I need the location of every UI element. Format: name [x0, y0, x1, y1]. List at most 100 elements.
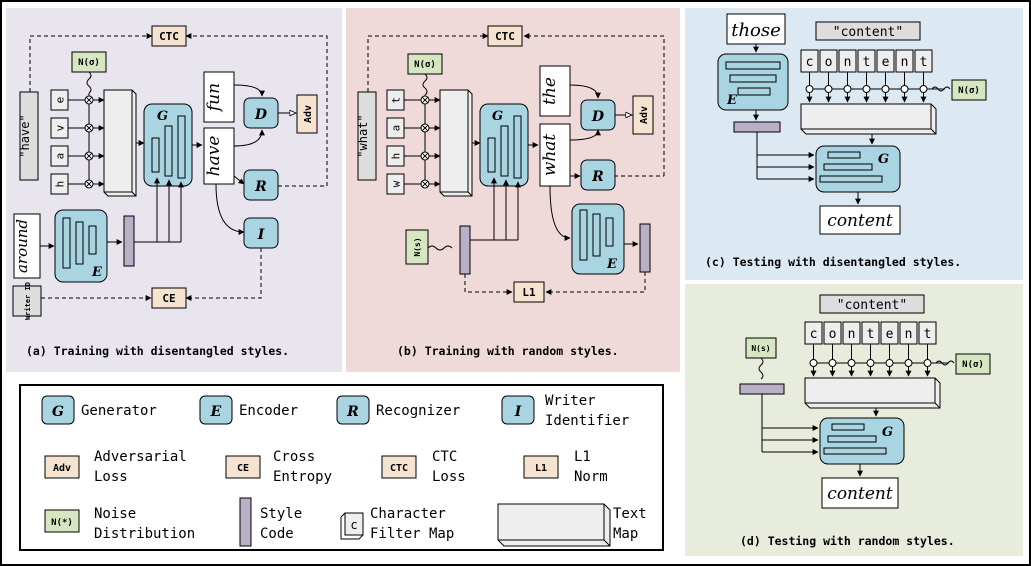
ce-loss-box — [151, 287, 187, 309]
legend-generator-swatch — [41, 395, 75, 425]
char-t: t — [390, 97, 403, 104]
word-label: "what" — [356, 114, 370, 157]
panel-b-caption: (b) Training with random styles. — [397, 344, 619, 358]
char: t — [924, 327, 932, 342]
legend-generator: Generator — [81, 403, 157, 419]
noise-label: N(σ) — [962, 360, 984, 370]
noise-label: N(σ) — [414, 60, 436, 70]
legend-encoder: Encoder — [239, 403, 298, 419]
char: n — [901, 55, 909, 70]
style-code — [123, 215, 135, 267]
legend-l1-1: L1 — [574, 449, 591, 465]
legend: G Generator E Encoder R Recognizer I Wri… — [19, 384, 664, 551]
legend-noise-sym: N(*) — [51, 518, 73, 528]
panel-d-caption: (d) Testing with random styles. — [740, 534, 955, 548]
legend-style-swatch — [239, 497, 252, 547]
legend-ctc-1: CTC — [432, 449, 457, 465]
style-code — [739, 383, 785, 395]
legend-identifier-1: Writer — [545, 393, 596, 409]
discriminator-label: D — [591, 109, 605, 125]
noise-label: N(σ) — [78, 58, 100, 68]
generator-label: G — [882, 425, 893, 440]
noise-style-label: N(s) — [413, 237, 422, 256]
char-a: a — [54, 153, 67, 160]
recognizer-block — [580, 159, 616, 191]
legend-encoder-sym: E — [210, 404, 222, 420]
legend-adv-swatch — [44, 455, 80, 479]
panel-a-caption: (a) Training with disentangled styles. — [26, 344, 289, 358]
l1-label: L1 — [522, 286, 536, 299]
legend-identifier-sym: I — [514, 404, 522, 420]
text-map — [439, 89, 473, 197]
legend-style-2: Code — [260, 526, 294, 542]
ctc-label: CTC — [495, 30, 515, 43]
char: o — [829, 327, 837, 342]
legend-noise-2: Distribution — [94, 526, 195, 542]
real-word: the — [540, 77, 560, 105]
char: o — [825, 55, 833, 70]
legend-l1-sym: L1 — [535, 463, 547, 474]
content-label-box — [819, 294, 925, 314]
char-v: v — [54, 124, 67, 131]
content-label: "content" — [837, 298, 907, 313]
legend-adv-1: Adversarial — [94, 449, 187, 465]
real-image — [203, 71, 235, 123]
content-label: "content" — [833, 25, 903, 40]
char-w: w — [390, 180, 403, 187]
panel-c: those E "content" c o n t e n t N(σ) G c… — [705, 13, 987, 269]
char-a: a — [390, 125, 403, 132]
legend-recognizer-swatch — [336, 395, 370, 425]
output-word: content — [827, 211, 893, 231]
ctc-loss-box — [487, 25, 523, 47]
ctc-loss-box — [151, 25, 187, 47]
panel-a: CTC N(σ) "have" e v a h G have fun D Adv… — [12, 25, 328, 358]
adv-loss-box — [296, 94, 318, 134]
recognizer-block — [243, 169, 279, 201]
legend-ce-1: Cross — [273, 449, 315, 465]
legend-identifier-2: Identifier — [545, 413, 629, 429]
char: e — [886, 327, 894, 342]
identifier-label: I — [257, 227, 265, 243]
char-h: h — [390, 153, 403, 160]
style-image — [13, 213, 41, 279]
legend-ctc-sym: CTC — [390, 463, 408, 474]
style-word: around — [13, 219, 31, 273]
word-label: "have" — [18, 114, 32, 157]
generated-word: what — [540, 134, 560, 177]
legend-char-1: Character — [370, 506, 446, 522]
legend-adv-sym: Adv — [53, 463, 71, 474]
ce-label: CE — [162, 292, 175, 305]
panel-c-caption: (c) Testing with disentangled styles. — [705, 255, 961, 269]
word-label-box — [357, 91, 377, 181]
encoder-label: E — [606, 257, 618, 272]
adv-label: Adv — [303, 105, 314, 123]
generator-label: G — [878, 152, 889, 167]
content-label-box — [815, 21, 921, 41]
legend-recognizer-sym: R — [346, 404, 359, 420]
writer-id-box — [12, 285, 42, 317]
style-image — [726, 13, 786, 45]
legend-ce-sym: CE — [237, 463, 249, 474]
char-filter-maps: e v a h — [50, 89, 69, 195]
panel-c-bg — [685, 8, 1023, 280]
char: c — [806, 55, 814, 70]
legend-textmap-2: Map — [613, 526, 638, 542]
noise-label: N(σ) — [958, 86, 980, 96]
ctc-label: CTC — [159, 30, 179, 43]
legend-char-sym: c — [350, 518, 357, 532]
legend-recognizer: Recognizer — [376, 403, 460, 419]
legend-textmap-1: Text — [613, 506, 647, 522]
legend-ce-2: Entropy — [273, 469, 332, 485]
recognizer-label: R — [254, 179, 267, 195]
noise-box — [955, 353, 991, 375]
legend-l1-swatch — [523, 455, 559, 479]
legend-identifier-swatch — [501, 395, 535, 425]
legend-l1-2: Norm — [574, 469, 608, 485]
noise-style-box — [405, 229, 429, 265]
output-image — [821, 477, 899, 509]
generator-label: G — [492, 109, 503, 124]
char-filter-maps: c o n t e n t — [800, 49, 933, 73]
char-h: h — [54, 181, 67, 188]
word-label-box — [19, 91, 39, 181]
